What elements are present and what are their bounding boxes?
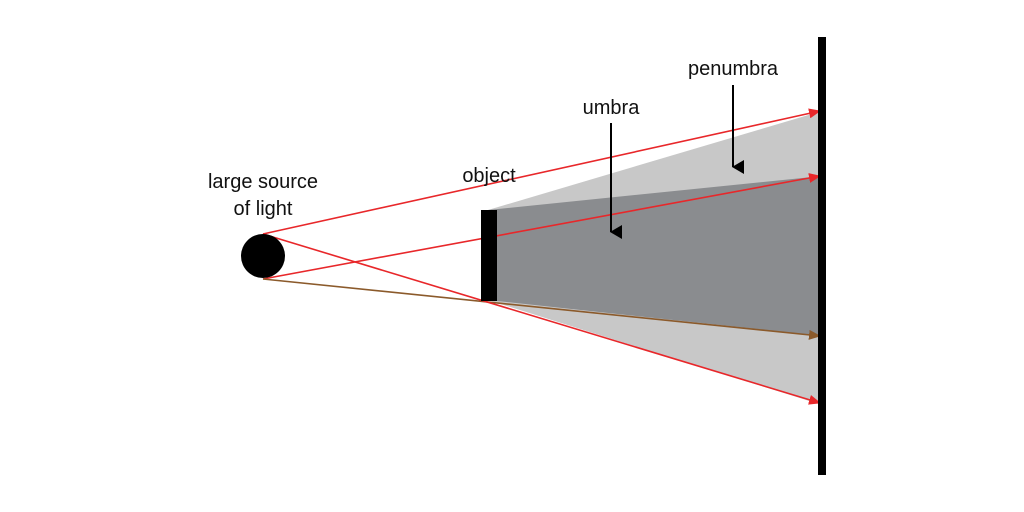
umbra-region <box>488 176 822 336</box>
penumbra-label: penumbra <box>688 58 779 80</box>
ray-bottom-to-umbra-bottom <box>262 278 821 340</box>
light-source <box>241 234 285 278</box>
umbra-label: umbra <box>583 97 641 119</box>
ray-top-to-upper-penumbra <box>262 108 821 235</box>
object-bar <box>481 210 497 301</box>
source-label-line1: large source <box>208 171 318 193</box>
ray-top-to-lower-penumbra <box>262 233 821 405</box>
screen <box>818 37 826 475</box>
source-label-line2: of light <box>234 198 293 220</box>
object-label: object <box>462 165 516 187</box>
